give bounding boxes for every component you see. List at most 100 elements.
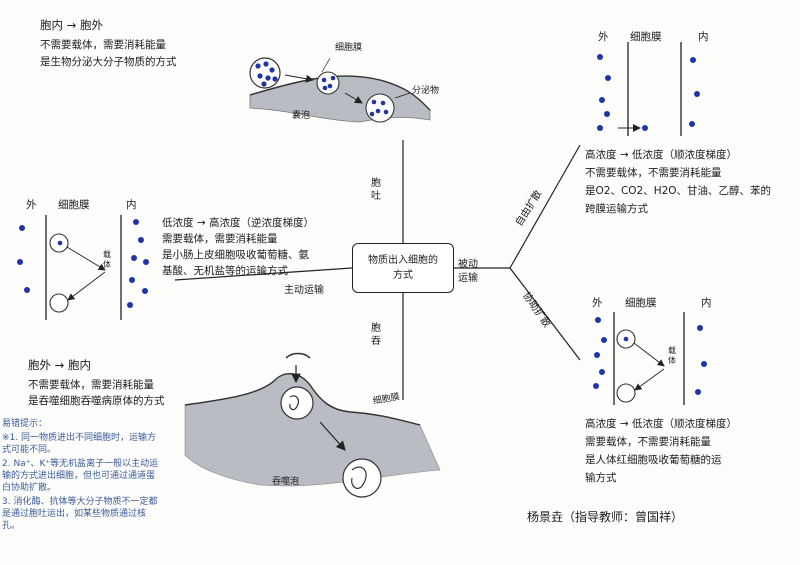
branch-label-endocytosis: 胞吞 <box>371 323 381 347</box>
molecule-dot <box>143 259 149 265</box>
molecule-dot <box>272 76 278 82</box>
molecule-dot <box>263 61 269 67</box>
molecule-dot <box>138 237 144 243</box>
free-outside-label: 外 <box>598 31 609 43</box>
molecule-dot <box>257 73 263 79</box>
facilitated-example-2: 输方式 <box>585 472 617 484</box>
molecule-dot <box>697 325 703 331</box>
branch-label-active: 主动运输 <box>284 285 324 296</box>
molecule-dot <box>369 111 375 117</box>
error-notes-title: 易错提示： <box>2 419 48 429</box>
branch-label-exocytosis: 胞吐 <box>371 178 381 202</box>
central-topic-box: 物质出入细胞的 方式 <box>352 243 454 293</box>
molecule-dot <box>383 109 389 115</box>
molecule-dot <box>605 75 611 81</box>
active-gradient: 低浓度 → 高浓度（逆浓度梯度） <box>162 217 314 229</box>
endocytosis-illustration <box>184 352 441 498</box>
molecule-dot <box>131 255 137 261</box>
author-signature: 杨景垚（指导教师：曾国祥） <box>527 510 684 524</box>
free-example-1: 是O2、CO2、H2O、甘油、乙醇、苯的 <box>585 185 772 197</box>
active-membrane-label: 细胞膜 <box>58 199 90 211</box>
molecule-dot <box>597 54 603 60</box>
molecule-dot <box>322 85 328 91</box>
facilitated-membrane-label: 细胞膜 <box>625 297 657 309</box>
molecule-dot <box>690 57 696 63</box>
molecule-dot <box>17 259 23 265</box>
exocytosis-membrane-label: 细胞膜 <box>335 43 363 53</box>
free-example-2: 跨膜运输方式 <box>585 203 648 215</box>
active-requirement: 需要载体，需要消耗能量 <box>162 233 278 245</box>
exocytosis-requirement: 不需要载体，需要消耗能量 <box>40 39 166 51</box>
molecule-dot <box>371 99 377 105</box>
free-inside-label: 内 <box>698 31 709 43</box>
molecule-dot <box>19 225 25 231</box>
facilitated-requirement: 需要载体，不需要消耗能量 <box>585 436 711 448</box>
exocytosis-illustration <box>249 57 431 123</box>
endocytosis-example: 是吞噬细胞吞噬病原体的方式 <box>28 395 165 407</box>
branch-label-passive-1: 被动 <box>458 259 478 270</box>
facilitated-carrier-label: 载体 <box>668 346 676 365</box>
molecule-dot <box>133 219 139 225</box>
error-note-2: 2. Na⁺、K⁺等无机盐离子一般以主动运输的方式进出细胞，但也可通过通道蛋白协… <box>2 459 159 493</box>
molecule-dot <box>380 100 386 106</box>
molecule-dot <box>599 97 605 103</box>
error-note-3: 3. 消化酶、抗体等大分子物质不一定都是通过胞吐运出，如某些物质通过核孔。 <box>2 497 158 531</box>
molecule-dot <box>594 352 600 358</box>
molecule-dot <box>330 75 336 81</box>
molecule-dot <box>597 125 603 131</box>
facilitated-example-1: 是人体红细胞吸收葡萄糖的运 <box>585 454 722 466</box>
free-membrane-label: 细胞膜 <box>630 31 662 43</box>
facilitated-outside-label: 外 <box>592 297 603 309</box>
error-note-1: ※1. 同一物质进出不同细胞时，运输方式可能不同。 <box>2 433 156 455</box>
line-active <box>174 267 353 281</box>
active-carrier-label: 载体 <box>103 250 111 269</box>
exocytosis-vesicle-label: 囊泡 <box>292 111 311 121</box>
molecule-dot <box>701 361 707 367</box>
molecule-dot <box>599 369 605 375</box>
facilitated-inside-label: 内 <box>701 297 712 309</box>
molecule-dot <box>265 75 271 81</box>
endocytosis-vesicle-label: 吞噬泡 <box>272 477 300 487</box>
active-example-1: 是小肠上皮细胞吸收葡萄糖、氨 <box>162 249 309 261</box>
active-outside-label: 外 <box>26 199 37 211</box>
molecule-dot <box>642 125 648 131</box>
active-inside-label: 内 <box>126 199 137 211</box>
endocytosis-requirement: 不需要载体，需要消耗能量 <box>28 379 154 391</box>
exocytosis-secretion-label: 分泌物 <box>412 86 440 96</box>
free-diffusion-diagram <box>618 42 682 136</box>
branch-label-passive-2: 运输 <box>458 273 478 284</box>
molecule-dot <box>255 63 261 69</box>
molecule-dot <box>261 81 267 87</box>
active-example-2: 基酸、无机盐等的运输方式 <box>162 265 288 277</box>
exocytosis-direction: 胞内 → 胞外 <box>40 18 103 32</box>
molecule-dot <box>694 91 700 97</box>
molecule-dot <box>24 287 30 293</box>
molecule-dot <box>689 121 695 127</box>
molecule-dot <box>127 302 133 308</box>
molecule-dot <box>142 288 148 294</box>
molecule-dot <box>593 383 599 389</box>
molecule-dot <box>695 389 701 395</box>
molecule-dot <box>375 108 381 114</box>
molecule-dot <box>601 337 607 343</box>
central-topic-line2: 方式 <box>393 270 413 281</box>
molecule-dot <box>623 336 629 342</box>
free-gradient: 高浓度 → 低浓度（顺浓度梯度） <box>585 149 737 161</box>
molecule-dot <box>604 111 610 117</box>
molecule-dot <box>57 240 63 246</box>
free-requirement: 不需要载体，不需要消耗能量 <box>585 167 722 179</box>
molecule-dot <box>327 83 333 89</box>
line-facilitated <box>509 267 581 361</box>
molecule-dot <box>269 67 275 73</box>
exocytosis-example: 是生物分泌大分子物质的方式 <box>40 56 177 68</box>
error-notes: 易错提示： ※1. 同一物质进出不同细胞时，运输方式可能不同。 2. Na⁺、K… <box>2 418 162 532</box>
facilitated-gradient: 高浓度 → 低浓度（顺浓度梯度） <box>585 418 737 430</box>
molecule-dots <box>17 54 707 395</box>
molecule-dot <box>595 317 601 323</box>
endocytosis-direction: 胞外 → 胞内 <box>28 358 91 372</box>
line-free <box>509 144 581 269</box>
molecule-dot <box>129 277 135 283</box>
central-topic-line1: 物质出入细胞的 <box>368 255 438 266</box>
